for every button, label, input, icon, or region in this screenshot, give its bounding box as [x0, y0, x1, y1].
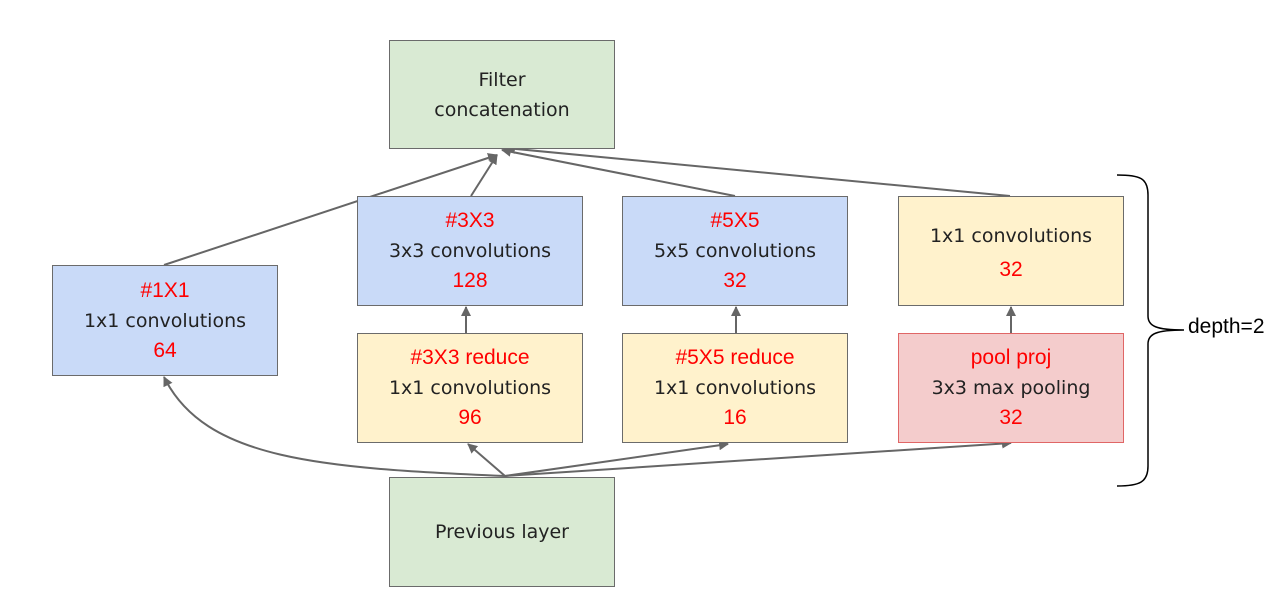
pool-proj-count: 32	[999, 406, 1023, 429]
conv3x3-box: #3X3 3x3 convolutions 128	[357, 196, 583, 306]
pool-proj-box: pool proj 3x3 max pooling 32	[898, 333, 1124, 443]
pool-conv-count: 32	[999, 258, 1023, 281]
reduce3x3-id: #3X3 reduce	[410, 346, 530, 369]
arrow-previous-to-reduce3	[467, 443, 506, 477]
conv1x1-count: 64	[153, 338, 177, 362]
filter-concatenation-box: Filter concatenation	[389, 40, 615, 149]
depth-brace	[1116, 174, 1185, 487]
arrow-previous-to-pool	[504, 438, 1012, 477]
arrow-1x1-to-concat	[163, 153, 498, 266]
conv3x3-count: 128	[452, 269, 488, 292]
arrow-poolconv-to-concat	[505, 143, 1011, 197]
arrow-previous-to-reduce5	[504, 440, 729, 477]
conv5x5-box: #5X5 5x5 convolutions 32	[622, 196, 848, 306]
conv5x5-id: #5X5	[710, 209, 760, 232]
arrow-3x3-to-concat	[470, 154, 498, 197]
concat-label-line2: concatenation	[434, 98, 570, 121]
previous-layer-label: Previous layer	[434, 521, 569, 543]
depth-label: depth=2	[1188, 315, 1265, 338]
pool-conv-label: 1x1 convolutions	[929, 225, 1093, 247]
conv5x5-count: 32	[723, 269, 747, 292]
pool-proj-label: 3x3 max pooling	[931, 377, 1091, 399]
reduce5x5-box: #5X5 reduce 1x1 convolutions 16	[622, 333, 848, 443]
conv5x5-label: 5x5 convolutions	[653, 240, 817, 262]
pool-proj-id: pool proj	[970, 346, 1052, 369]
arrow-previous-to-1x1	[163, 376, 506, 477]
reduce3x3-box: #3X3 reduce 1x1 convolutions 96	[357, 333, 583, 443]
pool-conv-box: 1x1 convolutions 32	[898, 196, 1124, 306]
conv1x1-label: 1x1 convolutions	[83, 309, 247, 332]
reduce5x5-id: #5X5 reduce	[675, 346, 795, 369]
conv1x1-box: #1X1 1x1 convolutions 64	[52, 265, 278, 376]
reduce5x5-label: 1x1 convolutions	[653, 377, 817, 399]
conv3x3-id: #3X3	[445, 209, 495, 232]
previous-layer-box: Previous layer	[389, 477, 615, 587]
arrow-5x5-to-concat	[501, 146, 736, 197]
reduce3x3-count: 96	[458, 406, 482, 429]
conv1x1-id: #1X1	[140, 278, 190, 302]
reduce3x3-label: 1x1 convolutions	[388, 377, 552, 399]
reduce5x5-count: 16	[723, 406, 747, 429]
conv3x3-label: 3x3 convolutions	[388, 240, 552, 262]
concat-label-line1: Filter	[478, 68, 526, 91]
